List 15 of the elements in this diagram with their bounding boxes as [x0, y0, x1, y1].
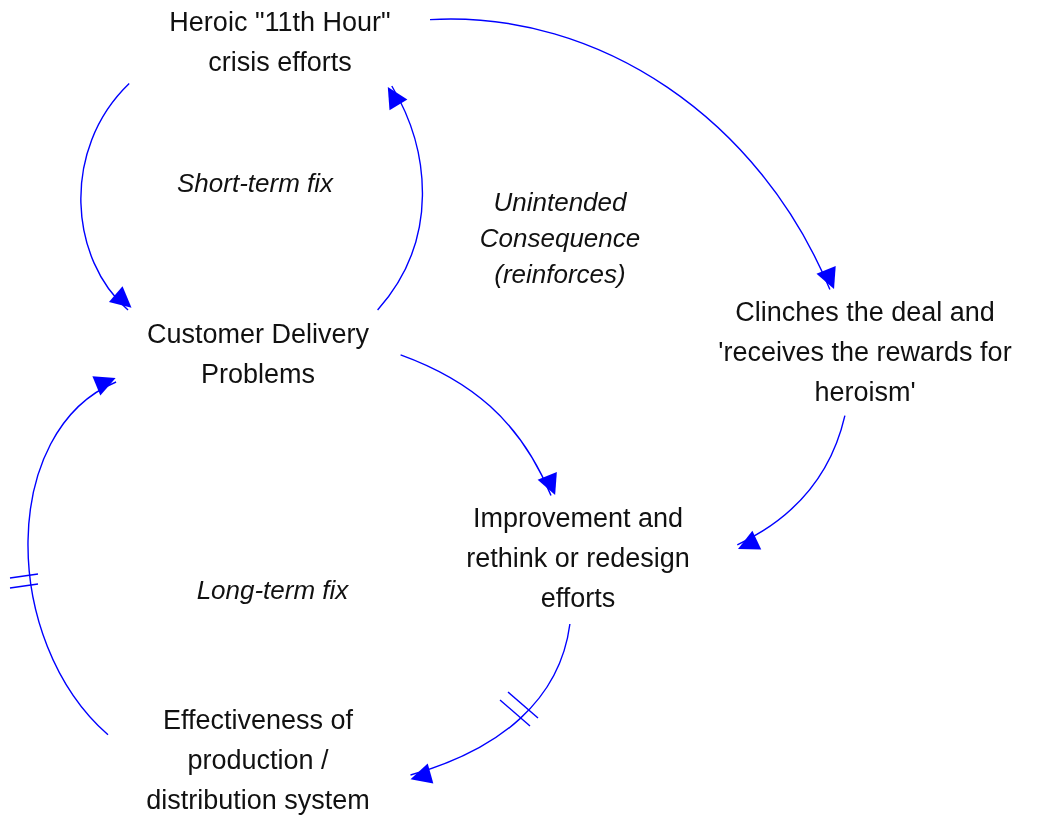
arrow — [80, 82, 132, 311]
loop-label: Long-term fix — [196, 574, 349, 607]
loop-label: Short-term fix — [177, 167, 333, 200]
node-label: Clinches the deal and 'receives the rewards for heroism' — [717, 296, 1013, 409]
node-label: Customer Delivery Problems — [145, 318, 371, 391]
arrow — [429, 18, 835, 291]
arrow — [409, 623, 571, 783]
node-label: Effectiveness of production / distribution system — [145, 704, 371, 817]
arrow — [399, 354, 557, 497]
arrow — [736, 414, 846, 549]
arrow — [27, 377, 117, 736]
arrow — [376, 85, 424, 311]
loop-label: Unintended Consequence (reinforces) — [478, 186, 642, 291]
node-label: Improvement and rethink or redesign efforts — [465, 502, 691, 615]
node-label: Heroic "11th Hour" crisis efforts — [168, 6, 392, 79]
